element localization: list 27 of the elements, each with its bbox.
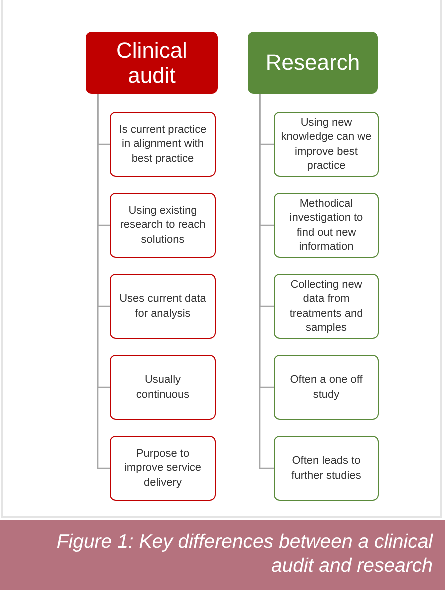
connector-line bbox=[97, 94, 110, 470]
process-box bbox=[274, 193, 379, 258]
box-text: Using existing research to reach solutions bbox=[119, 204, 207, 247]
figure-caption: Figure 1: Key differences between a clinical audit and research bbox=[56, 530, 433, 579]
process-box bbox=[274, 355, 379, 420]
box-text: Research bbox=[266, 50, 360, 76]
process-box bbox=[110, 112, 216, 177]
process-box bbox=[274, 112, 379, 177]
header-box bbox=[248, 32, 378, 94]
box-text: Usually continuous bbox=[135, 373, 191, 402]
box-text: Collecting new data from treatments and samples bbox=[288, 278, 364, 336]
header-box bbox=[86, 32, 218, 94]
box-text: Uses current data for analysis bbox=[118, 292, 208, 321]
connector-line bbox=[259, 94, 274, 470]
box-text: Purpose to improve service delivery bbox=[123, 447, 203, 490]
process-box bbox=[110, 436, 216, 501]
box-text: Is current practice in alignment with best practice bbox=[118, 123, 208, 166]
process-box bbox=[274, 274, 379, 339]
box-text: Clinical audit bbox=[116, 38, 188, 88]
process-box bbox=[110, 193, 216, 258]
process-box bbox=[110, 274, 216, 339]
box-text: Using new knowledge can we improve best practice bbox=[281, 116, 372, 174]
box-text: Methodical investigation to find out new information bbox=[288, 196, 364, 254]
process-box bbox=[274, 436, 379, 501]
process-box bbox=[110, 355, 216, 420]
box-text: Often leads to further studies bbox=[290, 454, 362, 483]
box-text: Often a one off study bbox=[289, 373, 364, 402]
